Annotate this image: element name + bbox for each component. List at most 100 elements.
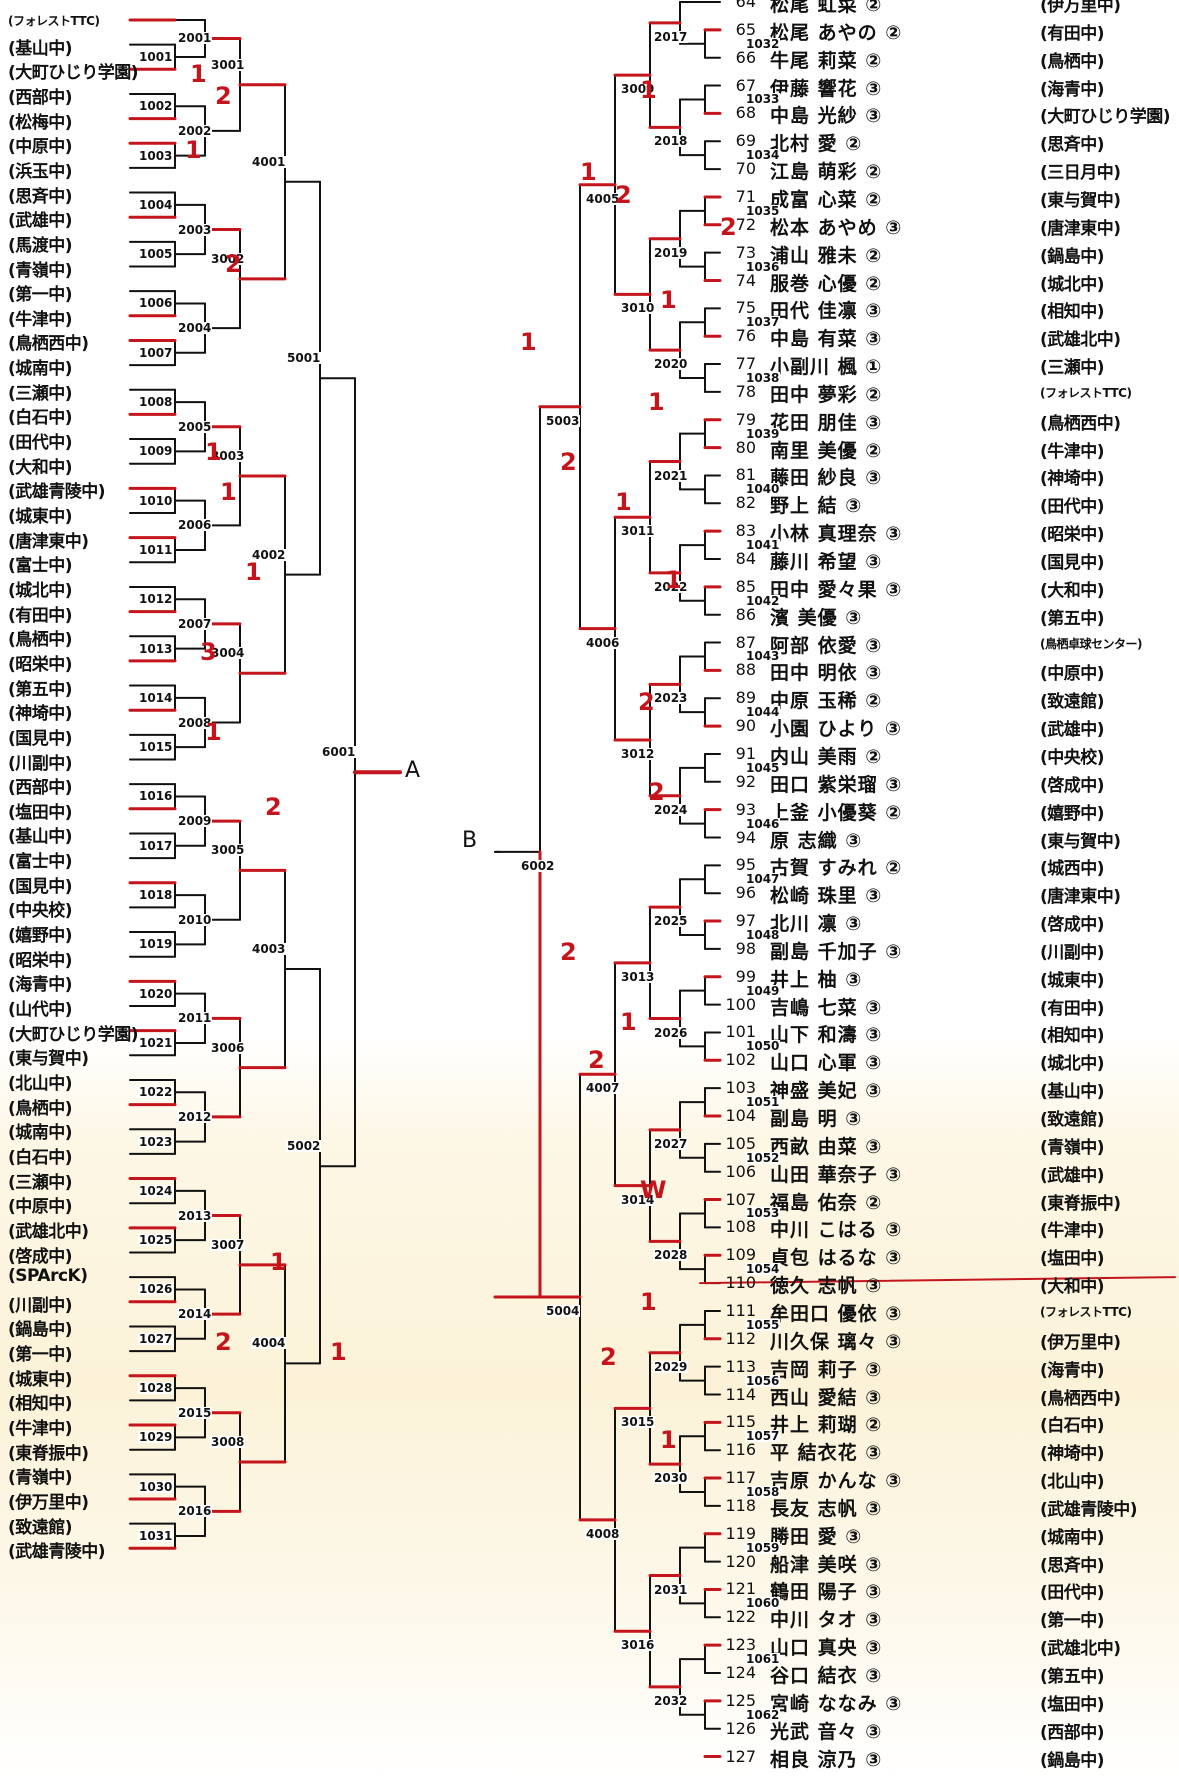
seed-school-left: (第五中) [8,679,73,700]
player-number: 66 [735,47,756,67]
match-code: 1049 [745,983,781,998]
match-code: 4005 [585,191,621,206]
handwritten-mark: 1 [330,1338,347,1366]
player-name: 川久保 璃々 ③ [770,1330,903,1353]
seed-school-left: (浜玉中) [8,161,73,182]
seed-school-left: (白石中) [8,408,73,429]
match-code: 1022 [138,1085,174,1100]
player-name: 中川 こはる ③ [770,1219,903,1242]
match-code: 3007 [210,1237,246,1252]
match-code: 3010 [620,301,656,316]
player-school: (北山中) [1040,1472,1105,1493]
match-code: 1039 [745,426,781,441]
player-school: (塩田中) [1040,1694,1105,1715]
seed-school-left: (川副中) [8,753,73,774]
match-code: 1061 [745,1652,781,1667]
player-school: (鳥栖中) [1040,51,1105,72]
player-name: 松崎 珠里 ③ [770,885,883,908]
player-number: 84 [735,549,756,568]
seed-school-left: (塩田中) [8,802,73,823]
player-name: 藤田 紗良 ③ [770,467,883,490]
player-number: 76 [735,326,756,346]
match-code: 1042 [745,593,781,608]
match-code: 1028 [138,1381,174,1396]
player-school: (中原中) [1040,664,1105,685]
player-school: (大町ひじり学園) [1040,107,1171,128]
match-code: 1055 [745,1317,781,1332]
handwritten-mark: 1 [665,566,682,594]
handwritten-mark: 1 [270,1248,287,1276]
seed-school-left: (城北中) [8,580,73,601]
match-code: 1053 [745,1206,781,1221]
match-code: 1009 [138,444,174,459]
match-code: 2005 [177,419,213,434]
player-school: (国見中) [1040,553,1105,573]
player-name: 中川 タオ ③ [770,1609,883,1632]
player-name: 山田 華奈子 ③ [770,1163,903,1186]
match-code: 3012 [620,747,656,762]
match-code: 4007 [585,1081,621,1096]
seed-school-left: (大和中) [8,457,73,478]
player-number: 94 [735,827,756,847]
seed-school-left: (三瀬中) [8,383,73,404]
seed-school-left: (武雄青陵中) [8,482,106,503]
handwritten-mark: 1 [520,328,537,356]
match-code: 3011 [620,524,656,539]
handwritten-mark: 1 [580,158,597,186]
match-code: 1033 [745,92,781,107]
player-school: (白石中) [1040,1416,1105,1437]
handwritten-mark: 1 [620,1008,637,1036]
match-code: 2028 [653,1248,689,1263]
match-code: 3003 [210,449,246,464]
match-code: 2017 [653,29,689,44]
player-school: (啓成中) [1040,775,1105,796]
player-name: 藤川 希望 ③ [770,551,883,573]
player-school: (牛津中) [1040,1221,1105,1242]
player-number: 113 [725,1356,756,1376]
seed-school-left: (城東中) [8,507,73,527]
player-school: (青嶺中) [1040,1137,1105,1158]
handwritten-mark: 2 [600,1343,617,1371]
player-number: 121 [725,1579,756,1599]
player-name: 松本 あやめ ③ [770,216,903,239]
player-name: 吉岡 莉子 ③ [770,1358,883,1381]
match-code: 3005 [210,843,246,858]
handwritten-mark: 1 [190,60,207,88]
player-number: 107 [725,1189,756,1209]
match-code: 1044 [745,705,781,720]
player-school: (武雄中) [1040,1165,1105,1186]
handwritten-mark: 2 [720,213,737,241]
player-number: 78 [735,381,756,401]
player-number: 110 [725,1273,756,1293]
player-name: 中原 玉稀 ② [770,690,883,713]
match-code: 1002 [138,99,174,114]
player-school: (第五中) [1040,608,1105,629]
player-number: 125 [725,1690,756,1710]
seed-school-left: (思斉中) [8,186,73,207]
handwritten-mark: 1 [245,558,262,586]
seed-school-left: (国見中) [8,728,73,749]
match-code: 1010 [138,493,174,508]
player-school: (第一中) [1040,1611,1105,1632]
player-name: 井上 柚 ③ [770,968,863,991]
player-school: (東与賀中) [1040,831,1121,852]
match-code: 3016 [620,1638,656,1653]
player-number: 82 [735,493,756,513]
player-number: 100 [725,994,756,1014]
seed-school-left: (致遠館) [8,1517,73,1538]
seed-school-left: (SPArcK) [8,1266,88,1287]
match-code: 1029 [138,1430,174,1445]
player-number: 108 [725,1217,756,1237]
player-school: (武雄北中) [1040,1639,1121,1660]
handwritten-mark: 2 [588,1046,605,1074]
seed-school-left: (城南中) [8,359,73,380]
player-school: (伊万里中) [1040,0,1121,16]
match-code: 1013 [138,641,174,656]
seed-school-left: (田代中) [8,433,73,454]
player-school: (三日月中) [1040,163,1121,184]
seed-school-left: (東脊振中) [8,1443,89,1464]
player-school: (田代中) [1040,1583,1105,1604]
match-code: 1032 [745,36,781,51]
player-number: 90 [735,716,756,736]
match-code: 3006 [210,1040,246,1055]
